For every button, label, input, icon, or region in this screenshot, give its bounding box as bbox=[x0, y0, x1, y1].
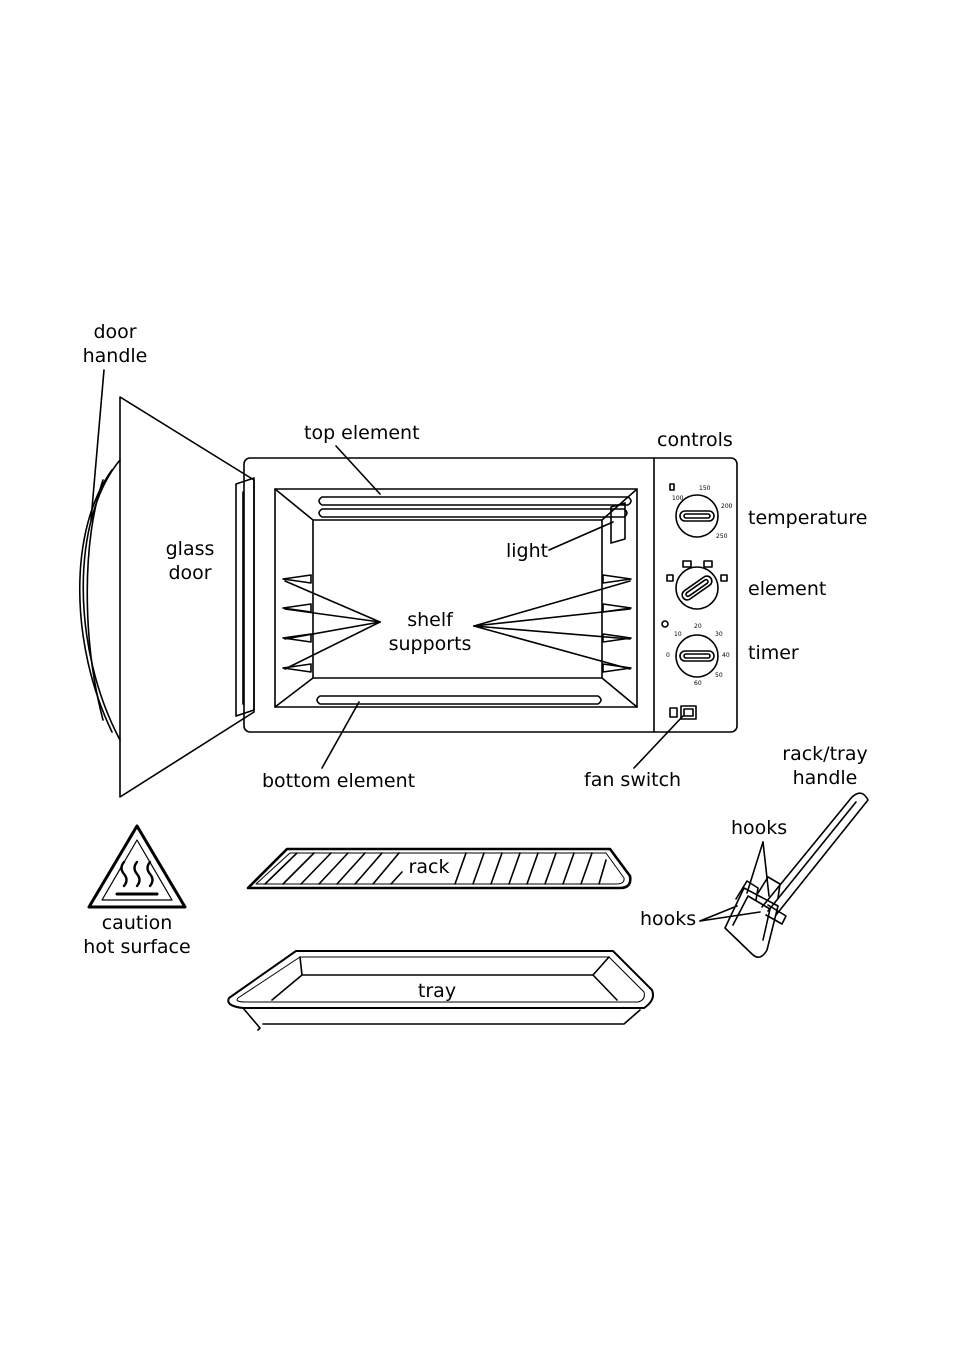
caution-hot-surface-icon bbox=[89, 826, 185, 907]
temp-mark-200: 200 bbox=[721, 503, 733, 510]
element-dial bbox=[667, 561, 727, 609]
label-caution-line2: hot surface bbox=[83, 935, 190, 959]
label-timer: timer bbox=[748, 641, 799, 665]
timer-mark-60: 60 bbox=[694, 680, 702, 687]
timer-mark-50: 50 bbox=[715, 672, 723, 679]
label-shelf-supports-line2: supports bbox=[389, 632, 472, 656]
timer-mark-20: 20 bbox=[694, 623, 702, 630]
temp-mark-100: 100 bbox=[672, 495, 684, 502]
label-element: element bbox=[748, 577, 826, 601]
label-hooks-bottom: hooks bbox=[640, 907, 696, 931]
label-door-handle-line2: handle bbox=[83, 344, 148, 368]
label-top-element: top element bbox=[304, 421, 420, 445]
label-tray: tray bbox=[418, 979, 456, 1003]
top-element bbox=[319, 497, 631, 517]
label-rack-tray-handle-line1: rack/tray bbox=[782, 742, 867, 766]
label-bottom-element: bottom element bbox=[262, 769, 415, 793]
label-hooks-top: hooks bbox=[731, 816, 787, 840]
oven-cavity bbox=[275, 489, 637, 707]
label-glass-door-line1: glass bbox=[166, 537, 215, 561]
label-rack: rack bbox=[407, 855, 452, 879]
label-door-handle-line1: door bbox=[93, 320, 136, 344]
timer-mark-0: 0 bbox=[666, 652, 670, 659]
shelf-supports-right bbox=[603, 575, 631, 672]
temp-mark-250: 250 bbox=[716, 533, 728, 540]
timer-mark-40: 40 bbox=[722, 652, 730, 659]
label-light: light bbox=[506, 539, 548, 563]
door-handle bbox=[80, 460, 120, 740]
label-caution-line1: caution bbox=[102, 911, 173, 935]
glass-door bbox=[120, 397, 254, 797]
timer-mark-10: 10 bbox=[674, 631, 682, 638]
temperature-dial bbox=[670, 484, 718, 537]
timer-dial bbox=[662, 621, 718, 677]
timer-mark-30: 30 bbox=[715, 631, 723, 638]
label-fan-switch: fan switch bbox=[584, 768, 681, 792]
label-rack-tray-handle-line2: handle bbox=[793, 766, 858, 790]
label-temperature: temperature bbox=[748, 506, 867, 530]
label-controls: controls bbox=[657, 428, 733, 452]
bottom-element bbox=[317, 696, 601, 704]
label-shelf-supports-line1: shelf bbox=[407, 608, 453, 632]
temp-mark-150: 150 bbox=[699, 485, 711, 492]
label-glass-door-line2: door bbox=[168, 561, 211, 585]
